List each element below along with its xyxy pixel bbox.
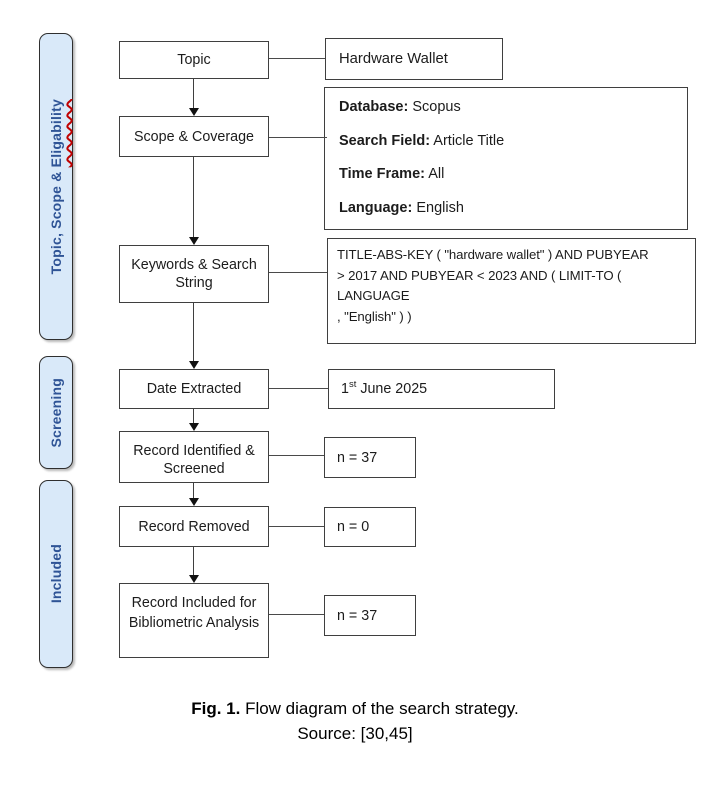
arrowhead-record-included <box>188 575 199 583</box>
criteria-database-value: Scopus <box>408 99 461 115</box>
arrowhead-record-removed <box>188 498 199 506</box>
flow-box-date-extracted-label: Date Extracted <box>146 381 242 397</box>
connector-identified-to-n <box>269 455 324 456</box>
connector-topic-to-scope <box>193 79 194 109</box>
arrowhead-scope <box>188 108 199 116</box>
flow-box-keywords-search-string: Keywords & Search String <box>119 245 269 303</box>
connector-removed-to-included <box>193 547 194 576</box>
detail-box-n-removed: n = 0 <box>324 507 416 547</box>
stage-label-screening: Screening <box>48 377 64 448</box>
stage-label-misspelled-word: Eligability <box>48 98 64 168</box>
connector-removed-to-n <box>269 526 324 527</box>
criteria-language: Language: English <box>339 199 687 233</box>
criteria-database-label: Database: <box>339 99 409 115</box>
criteria-time-frame-label: Time Frame: <box>339 166 425 182</box>
date-extracted-value: 1st June 2025 <box>341 380 427 398</box>
connector-topic-to-hardware-wallet <box>269 58 325 59</box>
criteria-language-value: English <box>412 199 464 216</box>
detail-box-n-included: n = 37 <box>324 595 416 636</box>
connector-date-to-date-box <box>269 388 328 389</box>
flow-box-record-identified-label: Record Identified & Screened <box>133 443 255 474</box>
flow-box-scope-coverage: Scope & Coverage <box>119 116 269 157</box>
flow-box-date-extracted: Date Extracted <box>119 369 269 409</box>
criteria-search-field: Search Field: Article Title <box>339 132 687 166</box>
criteria-database: Database: Scopus <box>339 98 687 132</box>
connector-identified-to-removed <box>193 483 194 499</box>
arrowhead-keywords <box>188 237 199 245</box>
n-removed-value: n = 0 <box>337 519 370 535</box>
criteria-language-label: Language: <box>339 199 413 216</box>
stage-box-topic-scope-eligibility: Topic, Scope & Eligability <box>39 33 73 340</box>
flow-box-record-identified: Record Identified & Screened <box>119 431 269 483</box>
n-included-value: n = 37 <box>337 607 378 624</box>
date-rest: June 2025 <box>356 381 428 397</box>
flow-box-record-removed-label: Record Removed <box>138 518 250 535</box>
flow-box-record-removed: Record Removed <box>119 506 269 547</box>
connector-keywords-to-search-string <box>269 272 327 273</box>
hardware-wallet-label: Hardware Wallet <box>339 51 448 67</box>
flow-box-topic-label: Topic <box>177 52 211 68</box>
flow-box-scope-coverage-label: Scope & Coverage <box>133 128 254 145</box>
criteria-search-field-label: Search Field: <box>339 132 431 149</box>
stage-box-included: Included <box>39 480 73 668</box>
arrowhead-date-extracted <box>188 361 199 369</box>
connector-scope-to-keywords <box>193 157 194 238</box>
caption-source: Source: [30,45] <box>297 724 413 743</box>
detail-box-hardware-wallet: Hardware Wallet <box>325 38 503 80</box>
stage-box-screening: Screening <box>39 356 73 469</box>
flow-box-topic: Topic <box>119 41 269 79</box>
detail-box-date: 1st June 2025 <box>328 369 555 409</box>
criteria-search-field-value: Article Title <box>430 132 505 149</box>
connector-scope-to-criteria <box>269 137 327 138</box>
criteria-time-frame: Time Frame: All <box>339 165 687 199</box>
date-number: 1 <box>341 381 349 397</box>
flow-box-record-included-label: Record Included for Bibliometric Analysi… <box>128 595 260 631</box>
arrowhead-record-identified <box>188 423 199 431</box>
date-ordinal-suffix: st <box>348 379 357 391</box>
search-string-text: TITLE-ABS-KEY ( "hardware wallet" ) AND … <box>337 247 649 324</box>
caption-fig-text: Flow diagram of the search strategy. <box>240 699 519 718</box>
caption-line-1: Fig. 1. Flow diagram of the search strat… <box>0 696 710 721</box>
criteria-time-frame-value: All <box>424 166 445 182</box>
connector-included-to-n <box>269 614 324 615</box>
stage-label-prefix: Topic, Scope & <box>48 167 64 275</box>
flow-box-keywords-label: Keywords & Search String <box>131 257 257 291</box>
detail-box-search-string: TITLE-ABS-KEY ( "hardware wallet" ) AND … <box>327 238 696 344</box>
stage-label-topic-scope-eligibility: Topic, Scope & Eligability <box>48 99 64 274</box>
connector-keywords-to-date <box>193 303 194 362</box>
figure-caption: Fig. 1. Flow diagram of the search strat… <box>0 696 710 746</box>
connector-date-to-identified <box>193 409 194 424</box>
detail-box-n-screened: n = 37 <box>324 437 416 478</box>
caption-fig-label: Fig. 1. <box>191 699 241 718</box>
n-screened-value: n = 37 <box>337 449 378 466</box>
stage-label-included: Included <box>48 544 64 604</box>
detail-box-criteria: Database: Scopus Search Field: Article T… <box>324 87 688 230</box>
flow-box-record-included: Record Included for Bibliometric Analysi… <box>119 583 269 658</box>
